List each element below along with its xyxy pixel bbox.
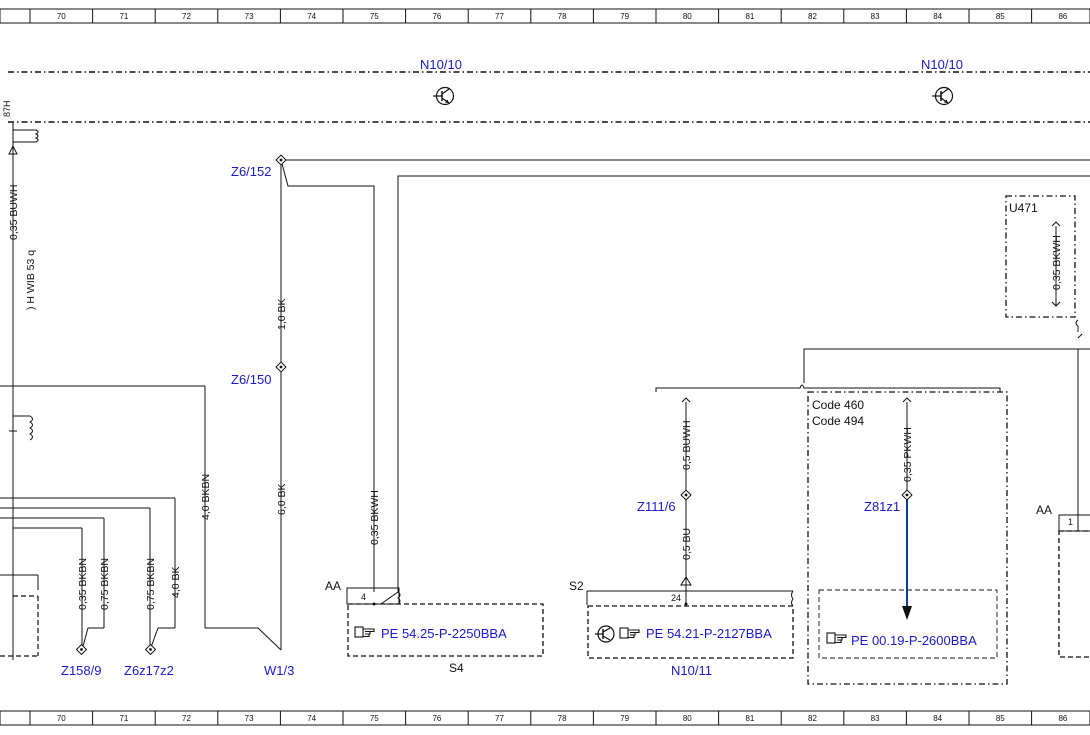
- pointing-hand-icon[interactable]: [826, 632, 847, 644]
- ruler-number: 77: [495, 714, 504, 723]
- top-ruler: 70 71 72 73 74 75 76 77 78 79 80 81 82 83 84 85 86: [0, 8, 1090, 24]
- code-494-label: Code 494: [812, 414, 864, 428]
- s2-label: S2: [569, 579, 584, 593]
- wire-4-0-bk-label: 4,0 BK: [170, 566, 182, 598]
- ruler-number: 83: [871, 714, 880, 723]
- ruler-number: 74: [307, 714, 316, 723]
- left-edge-wiring: 87H 0,35 BUWH ) H WIB 53 q: [0, 100, 258, 660]
- ruler-number: 79: [620, 714, 629, 723]
- wire-4-0-bkbn-label: 4,0 BKBN: [200, 474, 212, 520]
- u471-label: U471: [1009, 201, 1038, 215]
- bus-bracket: [655, 348, 1090, 392]
- ruler-number: 75: [370, 714, 379, 723]
- wire-035-pkwh-label: 0,35 PKWH: [902, 427, 914, 482]
- aa-left-label: AA: [325, 579, 341, 593]
- transistor-icon: [433, 86, 455, 106]
- ruler-number: 72: [182, 12, 191, 21]
- ruler-number: 79: [620, 12, 629, 21]
- wire-to-s4: [380, 175, 1090, 605]
- wire-035-bkbn-label: 0,35 BKBN: [77, 558, 89, 610]
- wire-075-bkbn-b-label: 0,75 BKBN: [145, 558, 157, 610]
- wire-05-buwh-label: 0,5 BUWH: [681, 420, 693, 470]
- ruler-number: 81: [745, 714, 754, 723]
- ruler-number: 71: [119, 12, 128, 21]
- ruler-number: 85: [996, 12, 1005, 21]
- wire-075-bkbn-a-label: 0,75 BKBN: [99, 558, 111, 610]
- n10-10-label-right: N10/10: [921, 57, 963, 72]
- s4-connector: [346, 587, 544, 657]
- ruler-number: 74: [307, 12, 316, 21]
- z158-9-junction: [75, 627, 104, 656]
- s4-label: S4: [449, 661, 464, 675]
- aa-right-label: AA: [1036, 503, 1052, 517]
- pointing-hand-icon[interactable]: [619, 627, 640, 639]
- pin-24-label: 24: [671, 593, 681, 603]
- ruler-number: 80: [683, 12, 692, 21]
- z6z17z2-junction: [144, 627, 175, 656]
- ruler-number: 76: [432, 714, 441, 723]
- wire-1-0-bk-label: 1,0 BK: [276, 298, 288, 330]
- w1-3-label: W1/3: [264, 663, 294, 678]
- wire-035-buwh-left-label: 0,35 BUWH: [8, 185, 20, 240]
- ruler-number: 71: [119, 714, 128, 723]
- bottom-ruler: 70 71 72 73 74 75 76 77 78 79 80 81 82 83 84 85 86: [0, 710, 1090, 726]
- n10-11-connector: [586, 590, 794, 659]
- wire-05-bu-label: 0,5 BU: [681, 528, 693, 560]
- right-aa-connector: [1058, 349, 1090, 658]
- ruler-number: 76: [432, 12, 441, 21]
- ruler-number: 82: [808, 12, 817, 21]
- z158-9-label: Z158/9: [61, 663, 101, 678]
- z6z17z2-label: Z6z17z2: [124, 663, 174, 678]
- ruler-number: 83: [871, 12, 880, 21]
- ruler-number: 77: [495, 12, 504, 21]
- code-option-box: [807, 391, 1008, 685]
- ruler-number: 85: [996, 714, 1005, 723]
- code-460-label: Code 460: [812, 398, 864, 412]
- ruler-number: 81: [745, 12, 754, 21]
- z111-6-wire: [680, 397, 692, 604]
- ruler-number: 82: [808, 714, 817, 723]
- ref-pe-00-19-link[interactable]: PE 00.19-P-2600BBA: [851, 633, 977, 648]
- z111-6-label: Z111/6: [637, 499, 676, 514]
- ruler-number: 84: [933, 12, 942, 21]
- pin-1-label: 1: [1068, 517, 1073, 527]
- z6-150-label: Z6/150: [231, 372, 271, 387]
- ruler-number: 78: [558, 714, 567, 723]
- ruler-number: 75: [370, 12, 379, 21]
- wire-035-bkwh-mid-label: 0,35 BKWH: [369, 490, 381, 545]
- ref-pe-54-21-link[interactable]: PE 54.21-P-2127BBA: [646, 626, 772, 641]
- wire-6-0-bk-label: 6,0 BK: [276, 483, 288, 515]
- ruler-number: 86: [1058, 12, 1067, 21]
- ruler-number: 80: [683, 714, 692, 723]
- transistor-icon: [932, 86, 954, 106]
- ruler-number: 84: [933, 714, 942, 723]
- z6-152-label: Z6/152: [231, 164, 271, 179]
- n10-11-label: N10/11: [671, 663, 712, 678]
- ruler-number: 70: [57, 714, 66, 723]
- u471-box: [1005, 195, 1083, 339]
- wire-mirrored-label: ) H WIB 53 q: [25, 250, 37, 310]
- n10-10-label-left: N10/10: [420, 57, 462, 72]
- ruler-number: 73: [245, 714, 254, 723]
- wire-87h-label: 87H: [2, 100, 12, 117]
- transistor-icon: [595, 625, 615, 643]
- ruler-number: 72: [182, 714, 191, 723]
- wire-035-bkwh-u471-label: 0,35 BKWH: [1051, 235, 1063, 290]
- pin-4-label: 4: [361, 592, 366, 602]
- ruler-number: 86: [1058, 714, 1067, 723]
- ref-pe-54-25-link[interactable]: PE 54.25-P-2250BBA: [381, 626, 507, 641]
- z81z1-label: Z81z1: [864, 499, 900, 514]
- ruler-number: 73: [245, 12, 254, 21]
- z6-ground-column: [257, 154, 1090, 651]
- pointing-hand-icon[interactable]: [354, 626, 375, 638]
- ruler-number: 78: [558, 12, 567, 21]
- ruler-number: 70: [57, 12, 66, 21]
